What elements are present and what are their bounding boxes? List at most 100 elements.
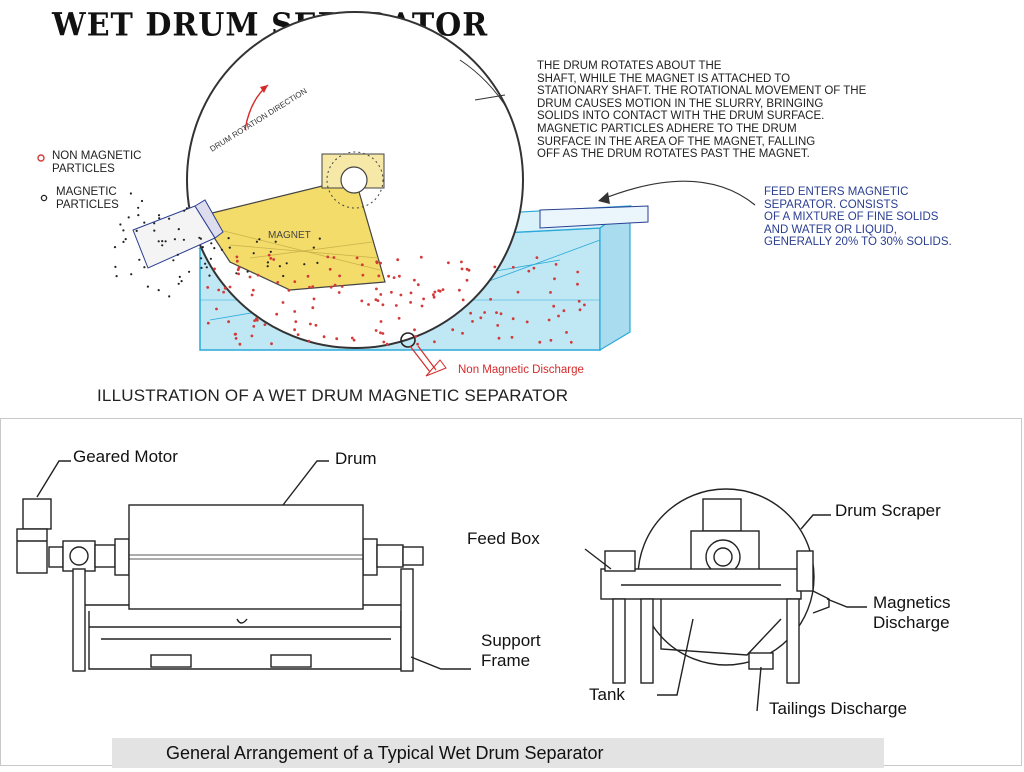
magnetic-dot: [228, 246, 231, 249]
non-magnetic-dot: [350, 336, 354, 340]
magnetic-dot: [285, 262, 288, 265]
non-magnetic-dot: [234, 337, 238, 340]
non-magnetic-dot: [420, 304, 424, 308]
non-magnetic-dot: [413, 278, 416, 282]
non-magnetic-dot: [375, 261, 379, 265]
legend-magnetic-label: magnetic particles: [56, 186, 119, 211]
label-feed-box: Feed Box: [467, 529, 540, 548]
non-magnetic-dot: [387, 274, 390, 278]
magnetic-dot: [303, 263, 306, 266]
magnetic-dot: [157, 214, 161, 217]
non-magnetic-dot: [294, 320, 298, 323]
magnetic-dot: [182, 238, 185, 241]
magnetic-dot: [122, 240, 125, 243]
magnetic-dot: [220, 248, 223, 251]
label-geared-motor: Geared Motor: [73, 447, 178, 466]
magnetic-dot: [137, 214, 140, 217]
non-magnetic-dot: [287, 289, 291, 292]
non-magnetic-dot: [569, 340, 573, 344]
magnetic-dot: [143, 221, 146, 224]
magnetic-dot: [158, 217, 161, 220]
non-magnetic-dot: [525, 320, 529, 324]
non-magnetic-dot: [532, 266, 536, 270]
magnetic-dot: [153, 229, 156, 232]
non-magnetic-dot: [576, 282, 579, 286]
non-magnetic-dot: [340, 285, 344, 288]
non-magnetic-dot: [293, 310, 297, 313]
magnetic-dot: [269, 250, 272, 253]
non-magnetic-dot: [458, 288, 461, 292]
non-magnetic-dot: [441, 288, 445, 291]
magnetic-dot: [200, 257, 203, 260]
magnetic-dot: [227, 237, 230, 240]
magnetic-dot: [140, 199, 144, 203]
non-magnetic-dot: [392, 276, 396, 279]
non-magnetic-dot: [337, 291, 341, 294]
non-magnetic-dot: [329, 285, 333, 289]
magnetic-dot: [282, 274, 285, 278]
non-magnetic-dot: [227, 320, 231, 324]
magnetic-dot: [183, 209, 186, 212]
magnetic-dot: [246, 270, 249, 273]
magnetic-dot: [205, 266, 208, 269]
non-magnetic-dot: [511, 265, 515, 269]
label-support-frame: Support Frame: [481, 631, 541, 670]
non-magnetic-dot: [382, 340, 386, 344]
non-magnetic-dot: [306, 274, 310, 278]
non-magnetic-dot: [338, 274, 341, 278]
non-magnetic-dot: [379, 320, 383, 323]
non-magnetic-dot: [433, 340, 436, 344]
non-magnetic-dot: [253, 319, 256, 322]
non-magnetic-dot: [375, 287, 378, 291]
magnetic-dot: [146, 285, 149, 288]
non-magnetic-dot: [461, 298, 465, 302]
non-magnetic-dot: [322, 335, 326, 339]
non-magnetic-dot: [335, 337, 339, 341]
non-magnetic-dot: [381, 332, 385, 335]
non-magnetic-dot: [416, 342, 419, 346]
non-magnetic-dot: [293, 280, 297, 283]
non-magnetic-dot: [390, 290, 393, 294]
magnetic-dot: [129, 192, 132, 195]
support-frame-side: [72, 568, 414, 672]
non-magnetic-dot: [311, 306, 315, 310]
non-magnetic-dot: [223, 286, 227, 290]
non-magnetic-dot: [394, 304, 398, 307]
non-magnetic-dot: [479, 316, 483, 320]
non-magnetic-dot: [377, 274, 381, 278]
non-magnetic-dot: [213, 267, 216, 271]
non-magnetic-dot: [361, 273, 365, 277]
magnetic-dot: [318, 237, 321, 240]
non-magnetic-dot: [360, 299, 364, 303]
non-magnetic-particles: [206, 253, 586, 346]
non-magnetic-dot: [413, 328, 416, 332]
magnetic-dot: [208, 274, 211, 277]
magnetic-dot: [173, 238, 176, 241]
magnetic-dot: [266, 261, 269, 264]
non-magnetic-dot: [311, 285, 315, 289]
non-magnetic-dot: [432, 293, 435, 297]
magnetic-dot: [180, 280, 183, 283]
non-magnetic-dot: [409, 291, 413, 295]
non-magnetic-dot: [467, 268, 471, 272]
non-magnetic-dot: [469, 311, 472, 315]
magnetic-dot: [209, 257, 212, 260]
non-magnetic-dot: [576, 270, 580, 274]
non-magnetic-dot: [238, 342, 242, 346]
magnetic-dot: [143, 266, 146, 269]
non-magnetic-dot: [235, 255, 239, 259]
non-magnetic-dot: [374, 298, 378, 301]
magnetic-dot: [164, 240, 167, 243]
general-arrangement-panel: Geared Motor Drum Support Frame Feed Box…: [0, 418, 1022, 766]
legend-non-magnetic-marker: [37, 154, 45, 162]
non-magnetic-dot: [414, 335, 417, 338]
non-magnetic-dot: [577, 299, 581, 303]
non-magnetic-dot: [272, 258, 276, 261]
non-magnetic-dot: [355, 256, 359, 260]
non-magnetic-dot: [398, 274, 401, 278]
magnetic-dot: [278, 265, 281, 268]
non-magnetic-dot: [495, 311, 498, 314]
label-drum-scraper: Drum Scraper: [835, 501, 941, 520]
magnetic-dot: [161, 244, 164, 247]
non-magnetic-dot: [396, 258, 400, 262]
